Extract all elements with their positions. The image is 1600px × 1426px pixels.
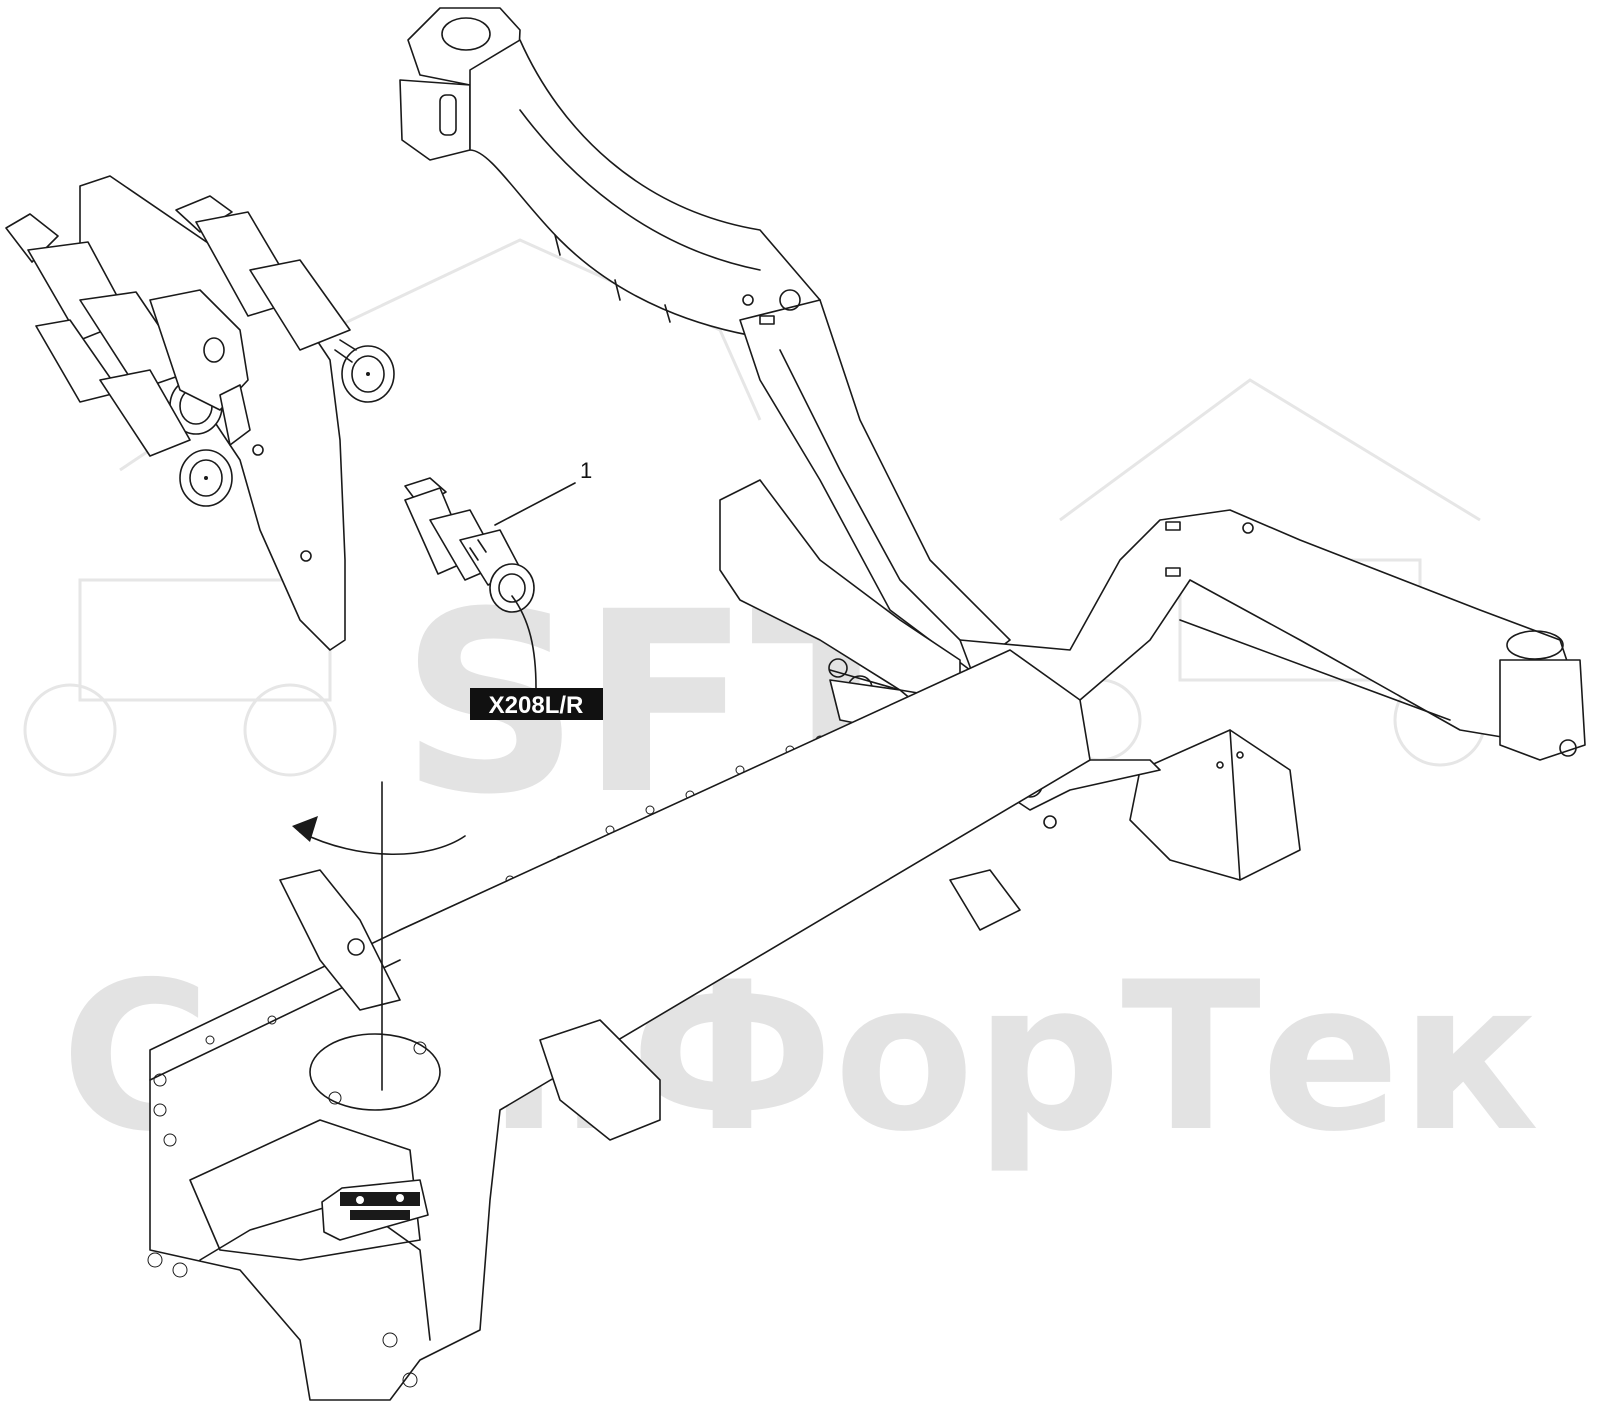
connector-tag: X208L/R (470, 595, 603, 720)
connector-tag-label: X208L/R (489, 692, 584, 719)
callout-number: 1 (580, 458, 592, 483)
connector-tag-background (470, 688, 603, 720)
connector-x208 (404, 477, 535, 613)
callout-1: 1 (494, 458, 592, 526)
coupler-bottom (35, 319, 233, 507)
rotation-arrow-icon (292, 781, 466, 1091)
upper-frame (399, 7, 1011, 701)
chassis-connector-bracket (321, 1179, 429, 1241)
inspection-cover (309, 1033, 441, 1111)
coupler-top-right (175, 195, 395, 403)
coupler-assembly (5, 175, 395, 651)
